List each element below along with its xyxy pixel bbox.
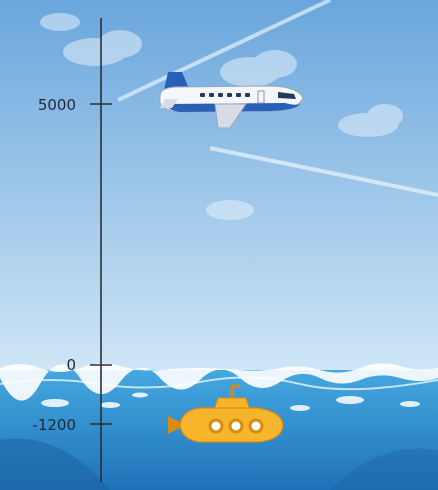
sea-swirl bbox=[0, 438, 110, 490]
cloud-icon bbox=[40, 13, 403, 220]
wave-foam bbox=[0, 363, 438, 401]
airplane-icon bbox=[159, 72, 304, 129]
tick-label-0: 0 bbox=[66, 356, 76, 374]
submarine-icon bbox=[168, 384, 284, 443]
tick-marks bbox=[90, 103, 112, 425]
wave-line bbox=[0, 376, 438, 391]
contrail-top bbox=[117, 0, 331, 102]
contrail-bottom bbox=[209, 146, 438, 197]
sea-swirl-right bbox=[330, 448, 438, 490]
tick-label-minus-1200: -1200 bbox=[32, 416, 76, 434]
tick-label-5000: 5000 bbox=[37, 96, 76, 114]
bubble-marks bbox=[41, 392, 420, 411]
